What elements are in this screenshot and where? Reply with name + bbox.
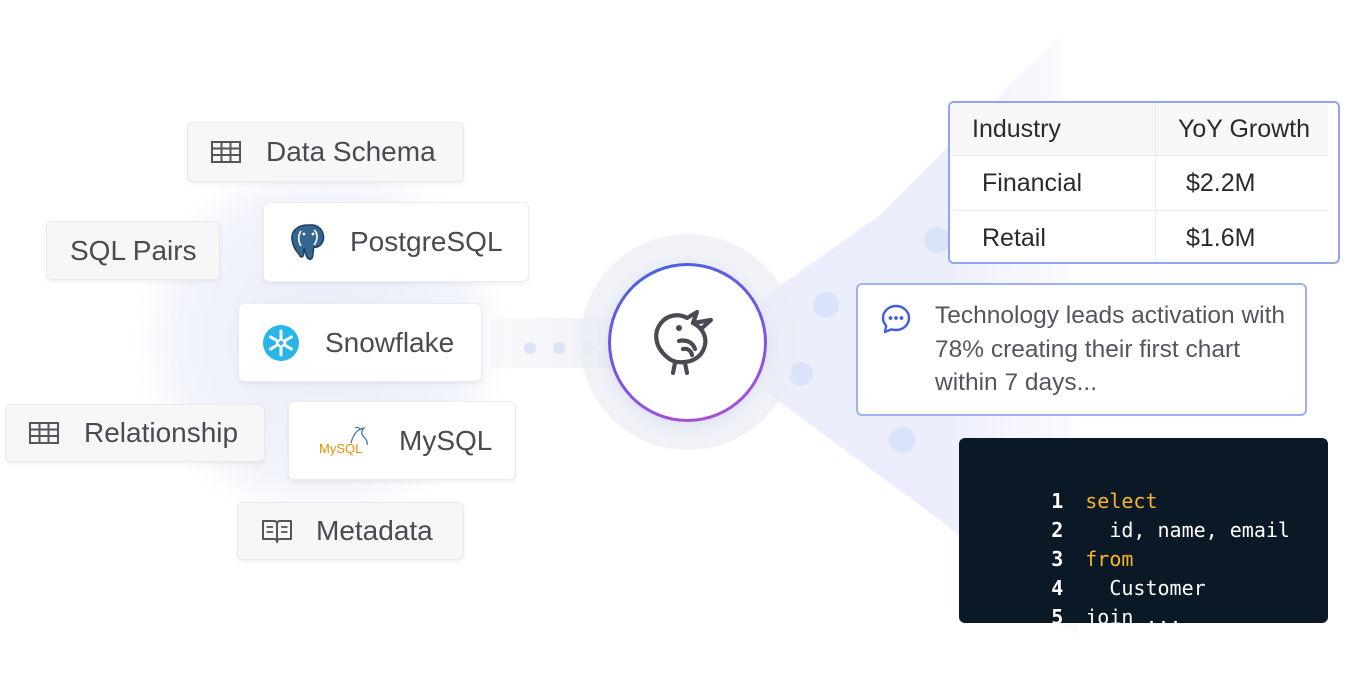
chip-label: Data Schema [266, 136, 436, 167]
mysql-logo-text: MySQL [319, 440, 363, 456]
chip-label: SQL Pairs [70, 234, 197, 266]
chip-label: PostgreSQL [350, 226, 503, 257]
postgresql-logo [286, 220, 330, 264]
beam-dot [789, 362, 813, 386]
line-number: 4 [1051, 576, 1064, 600]
bird-logo [647, 299, 729, 386]
chip-postgresql: PostgreSQL [263, 202, 529, 282]
chip-label: MySQL [399, 424, 493, 456]
chip-metadata: Metadata [237, 502, 464, 560]
code-line: 5 join ... [979, 574, 1328, 629]
line-number: 1 [1051, 489, 1064, 513]
code-text: id, name, email [1085, 518, 1290, 542]
chip-data-schema: Data Schema [187, 122, 464, 182]
chip-label: Metadata [316, 515, 433, 546]
beam-dot [813, 292, 839, 318]
line-number: 3 [1051, 547, 1064, 571]
chat-bubble-icon [880, 303, 912, 340]
code-text: join ... [1085, 605, 1182, 629]
insight-card: Technology leads activation with 78% cre… [856, 283, 1307, 416]
line-number: 2 [1051, 518, 1064, 542]
code-text: Customer [1085, 576, 1206, 600]
table-row: Financial $2.2M [950, 155, 1328, 211]
beam-dot [889, 427, 915, 453]
chip-mysql: MySQL MySQL [288, 401, 516, 480]
line-number: 5 [1051, 605, 1064, 629]
code-line: 3 from [979, 516, 1328, 571]
beam-dot [924, 227, 950, 253]
sql-code-block: 1 select 2 id, name, email 3 from 4 Custom… [959, 438, 1328, 629]
code-line: 4 Customer [979, 545, 1328, 600]
hub-circle [608, 263, 767, 422]
result-table: Industry YoY Growth Financial $2.2M Reta… [948, 101, 1340, 264]
table-header-row: Industry YoY Growth [950, 103, 1328, 156]
result-table-grid: Industry YoY Growth Financial $2.2M Reta… [950, 103, 1328, 262]
chip-relationship: Relationship [5, 404, 265, 462]
table-cell: $2.2M [1155, 155, 1328, 211]
table-row: Retail $1.6M [950, 210, 1328, 262]
mysql-logo: MySQL [317, 421, 375, 461]
table-icon [28, 421, 60, 445]
chip-sql-pairs: SQL Pairs [46, 221, 220, 280]
code-line: 2 id, name, email [979, 487, 1328, 542]
code-text: from [1085, 547, 1134, 571]
chip-snowflake: Snowflake [238, 303, 482, 382]
code-text: select [1085, 489, 1158, 513]
snowflake-logo [261, 323, 301, 363]
column-header: Industry [950, 103, 1156, 156]
column-header: YoY Growth [1155, 103, 1328, 156]
insight-text: Technology leads activation with 78% cre… [935, 302, 1286, 396]
table-cell: Financial [950, 155, 1156, 211]
table-cell: $1.6M [1155, 210, 1328, 262]
chip-label: Relationship [84, 417, 239, 448]
connector-dot [524, 342, 536, 354]
book-icon [260, 517, 294, 545]
chip-label: Snowflake [325, 326, 455, 358]
connector-dot [553, 342, 565, 354]
table-icon [210, 140, 242, 164]
table-cell: Retail [950, 210, 1156, 262]
code-line: 1 select [979, 458, 1328, 513]
